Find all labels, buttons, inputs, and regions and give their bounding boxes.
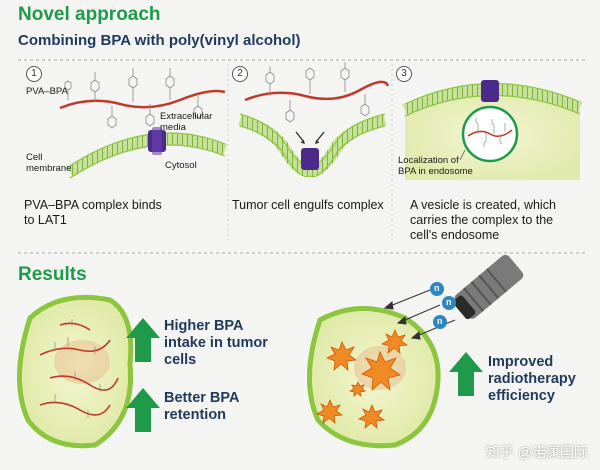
pva-bpa-label: PVA–BPA <box>26 86 68 97</box>
results-heading: Results <box>18 264 87 285</box>
up-arrow-icon <box>126 388 160 432</box>
polymer-chain <box>59 89 226 110</box>
panel-3-graphic <box>402 80 583 180</box>
cytosol-label: Cytosol <box>165 160 197 171</box>
neutron-label: n <box>437 316 443 326</box>
novel-approach-heading: Novel approach <box>18 4 161 25</box>
polymer-chain-2 <box>244 80 390 102</box>
result-improved-efficiency: Improved radiotherapy efficiency <box>488 354 576 404</box>
neutron-label: n <box>446 297 452 307</box>
step-2-caption: Tumor cell engulfs complex <box>232 198 384 212</box>
step-number-1: 1 <box>26 66 42 82</box>
neutron-source-device <box>453 254 524 320</box>
up-arrow-icon <box>126 318 160 362</box>
radiation-bursts <box>315 328 409 429</box>
watermark: 知乎 @诺康国际 <box>485 444 588 460</box>
step-3-caption: A vesicle is created, which carries the … <box>410 198 556 242</box>
result-higher-intake: Higher BPA intake in tumor cells <box>164 318 268 368</box>
lat1-transporter-2 <box>301 148 319 170</box>
tumor-cell-left <box>16 294 134 449</box>
tumor-cell-right <box>306 306 441 449</box>
panel-2-graphic <box>238 62 390 178</box>
lat1-transporter-3 <box>481 80 499 102</box>
panel-1-graphic <box>59 68 228 179</box>
extracellular-media-label: Extracellular media <box>160 111 213 133</box>
subtitle: Combining BPA with poly(vinyl alcohol) <box>18 32 301 49</box>
neutron-label: n <box>434 283 440 293</box>
nucleus <box>54 340 110 384</box>
pva-bpa-chains <box>39 322 119 416</box>
result-arrows <box>126 318 483 432</box>
neutron-beam-arrows <box>383 289 456 340</box>
bpa-molecules <box>64 68 203 129</box>
localization-label: Localization of BPA in endosome <box>398 155 473 177</box>
neutron-particles <box>430 282 456 329</box>
cell-membrane-1 <box>66 133 228 178</box>
result-better-retention: Better BPA retention <box>164 390 240 423</box>
step-number-2: 2 <box>232 66 248 82</box>
cell-membrane-label: Cell membrane <box>26 152 72 174</box>
up-arrow-icon <box>449 352 483 396</box>
step-number-3: 3 <box>396 66 412 82</box>
step-1-caption: PVA–BPA complex binds to LAT1 <box>24 198 162 227</box>
